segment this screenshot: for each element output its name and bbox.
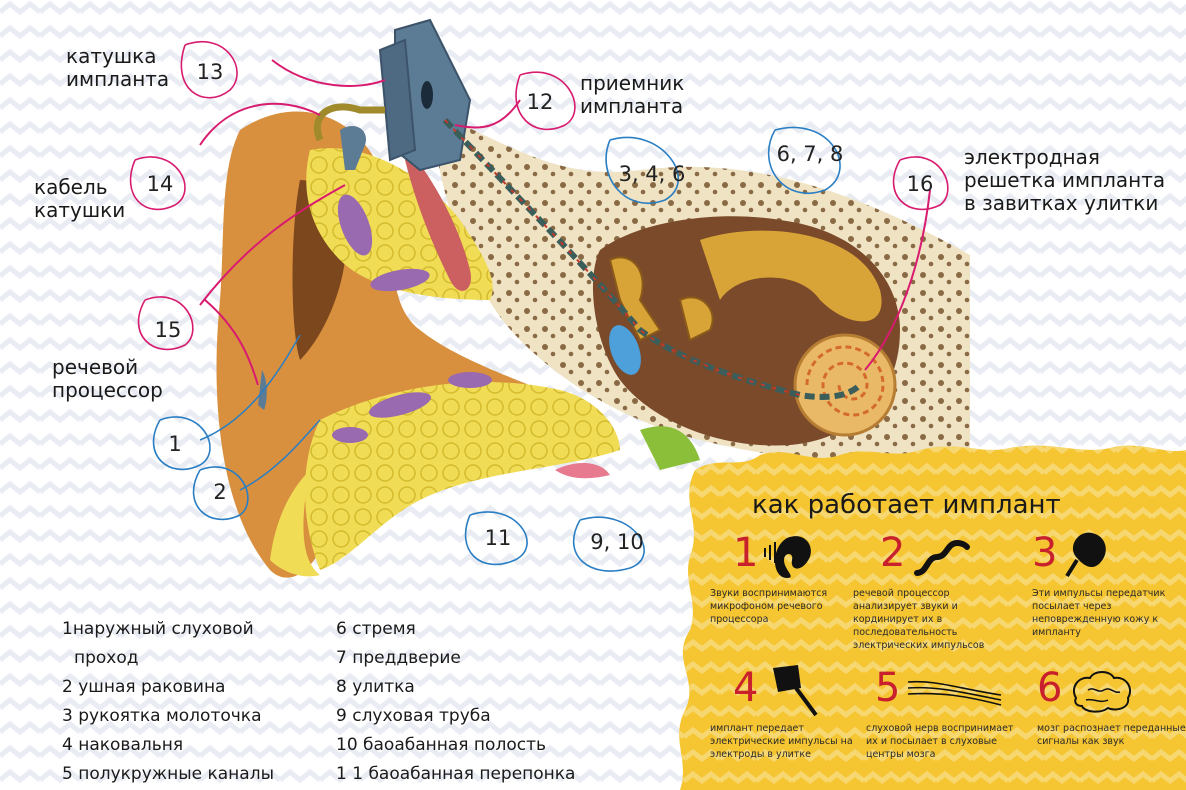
squiggle-signal-icon: [912, 535, 972, 580]
marker-3-4-6: 3, 4, 6: [612, 162, 692, 186]
step-1-number: 1: [733, 530, 758, 576]
label-implant-coil-text: катушка импланта: [66, 45, 169, 91]
marker-1: 1: [160, 432, 190, 456]
legend-column-1: 1наружный слуховой проход 2 ушная ракови…: [62, 615, 274, 789]
brain-icon: [1068, 668, 1136, 714]
step-6-number: 6: [1037, 665, 1062, 711]
marker-16: 16: [900, 172, 940, 196]
label-coil-cable: кабель катушки: [34, 176, 125, 222]
step-3-number: 3: [1032, 530, 1057, 576]
marker-13: 13: [190, 60, 230, 84]
label-electrode-array: электродная решетка импланта в завитках …: [964, 146, 1165, 215]
step-2-text: речевой процессор анализирует звуки и ко…: [853, 587, 1003, 652]
step-3-text: Эти импульсы передатчик посылает через н…: [1032, 587, 1182, 639]
marker-9-10: 9, 10: [582, 530, 652, 554]
legend-item: 4 наковальня: [62, 731, 274, 760]
label-implant-receiver: приемник импланта: [580, 72, 684, 118]
step-6-text: мозг распознает переданные сигналы как з…: [1037, 722, 1186, 748]
legend-item: проход: [62, 644, 274, 673]
marker-12: 12: [520, 90, 560, 114]
legend-item: 6 стремя: [336, 615, 575, 644]
marker-14: 14: [140, 172, 180, 196]
legend-column-2: 6 стремя 7 преддверие 8 улитка 9 слухова…: [336, 615, 575, 789]
legend-item: 8 улитка: [336, 673, 575, 702]
label-electrode-array-text: электродная решетка импланта в завитках …: [964, 146, 1165, 215]
legend-item: 3 рукоятка молоточка: [62, 702, 274, 731]
label-coil-cable-text: кабель катушки: [34, 176, 125, 222]
marker-11: 11: [478, 526, 518, 550]
label-implant-coil: катушка импланта: [66, 45, 169, 91]
transmitter-icon: [1062, 528, 1112, 583]
legend-item: 1наружный слуховой: [62, 615, 274, 644]
marker-2: 2: [205, 480, 235, 504]
step-1-text: Звуки воспринимаются микрофоном речевого…: [710, 587, 860, 626]
marker-6-7-8: 6, 7, 8: [770, 142, 850, 166]
panel-title: как работает имплант: [752, 490, 1061, 520]
step-4-text: имплант передает электрические импульсы …: [710, 722, 860, 761]
label-speech-processor-text: речевой процессор: [52, 356, 163, 402]
legend-item: 5 полукружные каналы: [62, 760, 274, 789]
label-speech-processor: речевой процессор: [52, 356, 163, 402]
legend-item: 1 1 баоабанная перепонка: [336, 760, 575, 789]
legend-item: 2 ушная раковина: [62, 673, 274, 702]
marker-15: 15: [148, 318, 188, 342]
step-5-number: 5: [875, 665, 900, 711]
step-4-number: 4: [733, 665, 758, 711]
nerve-lines-icon: [906, 670, 1006, 710]
label-implant-receiver-text: приемник импланта: [580, 72, 684, 118]
step-5-text: слуховой нерв воспринимает их и посылает…: [866, 722, 1016, 761]
microphone-ear-icon: [762, 530, 822, 580]
legend-item: 9 слуховая труба: [336, 702, 575, 731]
electrode-icon: [768, 660, 823, 720]
legend-item: 7 преддверие: [336, 644, 575, 673]
legend-item: 10 баоабанная полость: [336, 731, 575, 760]
step-2-number: 2: [880, 530, 905, 576]
